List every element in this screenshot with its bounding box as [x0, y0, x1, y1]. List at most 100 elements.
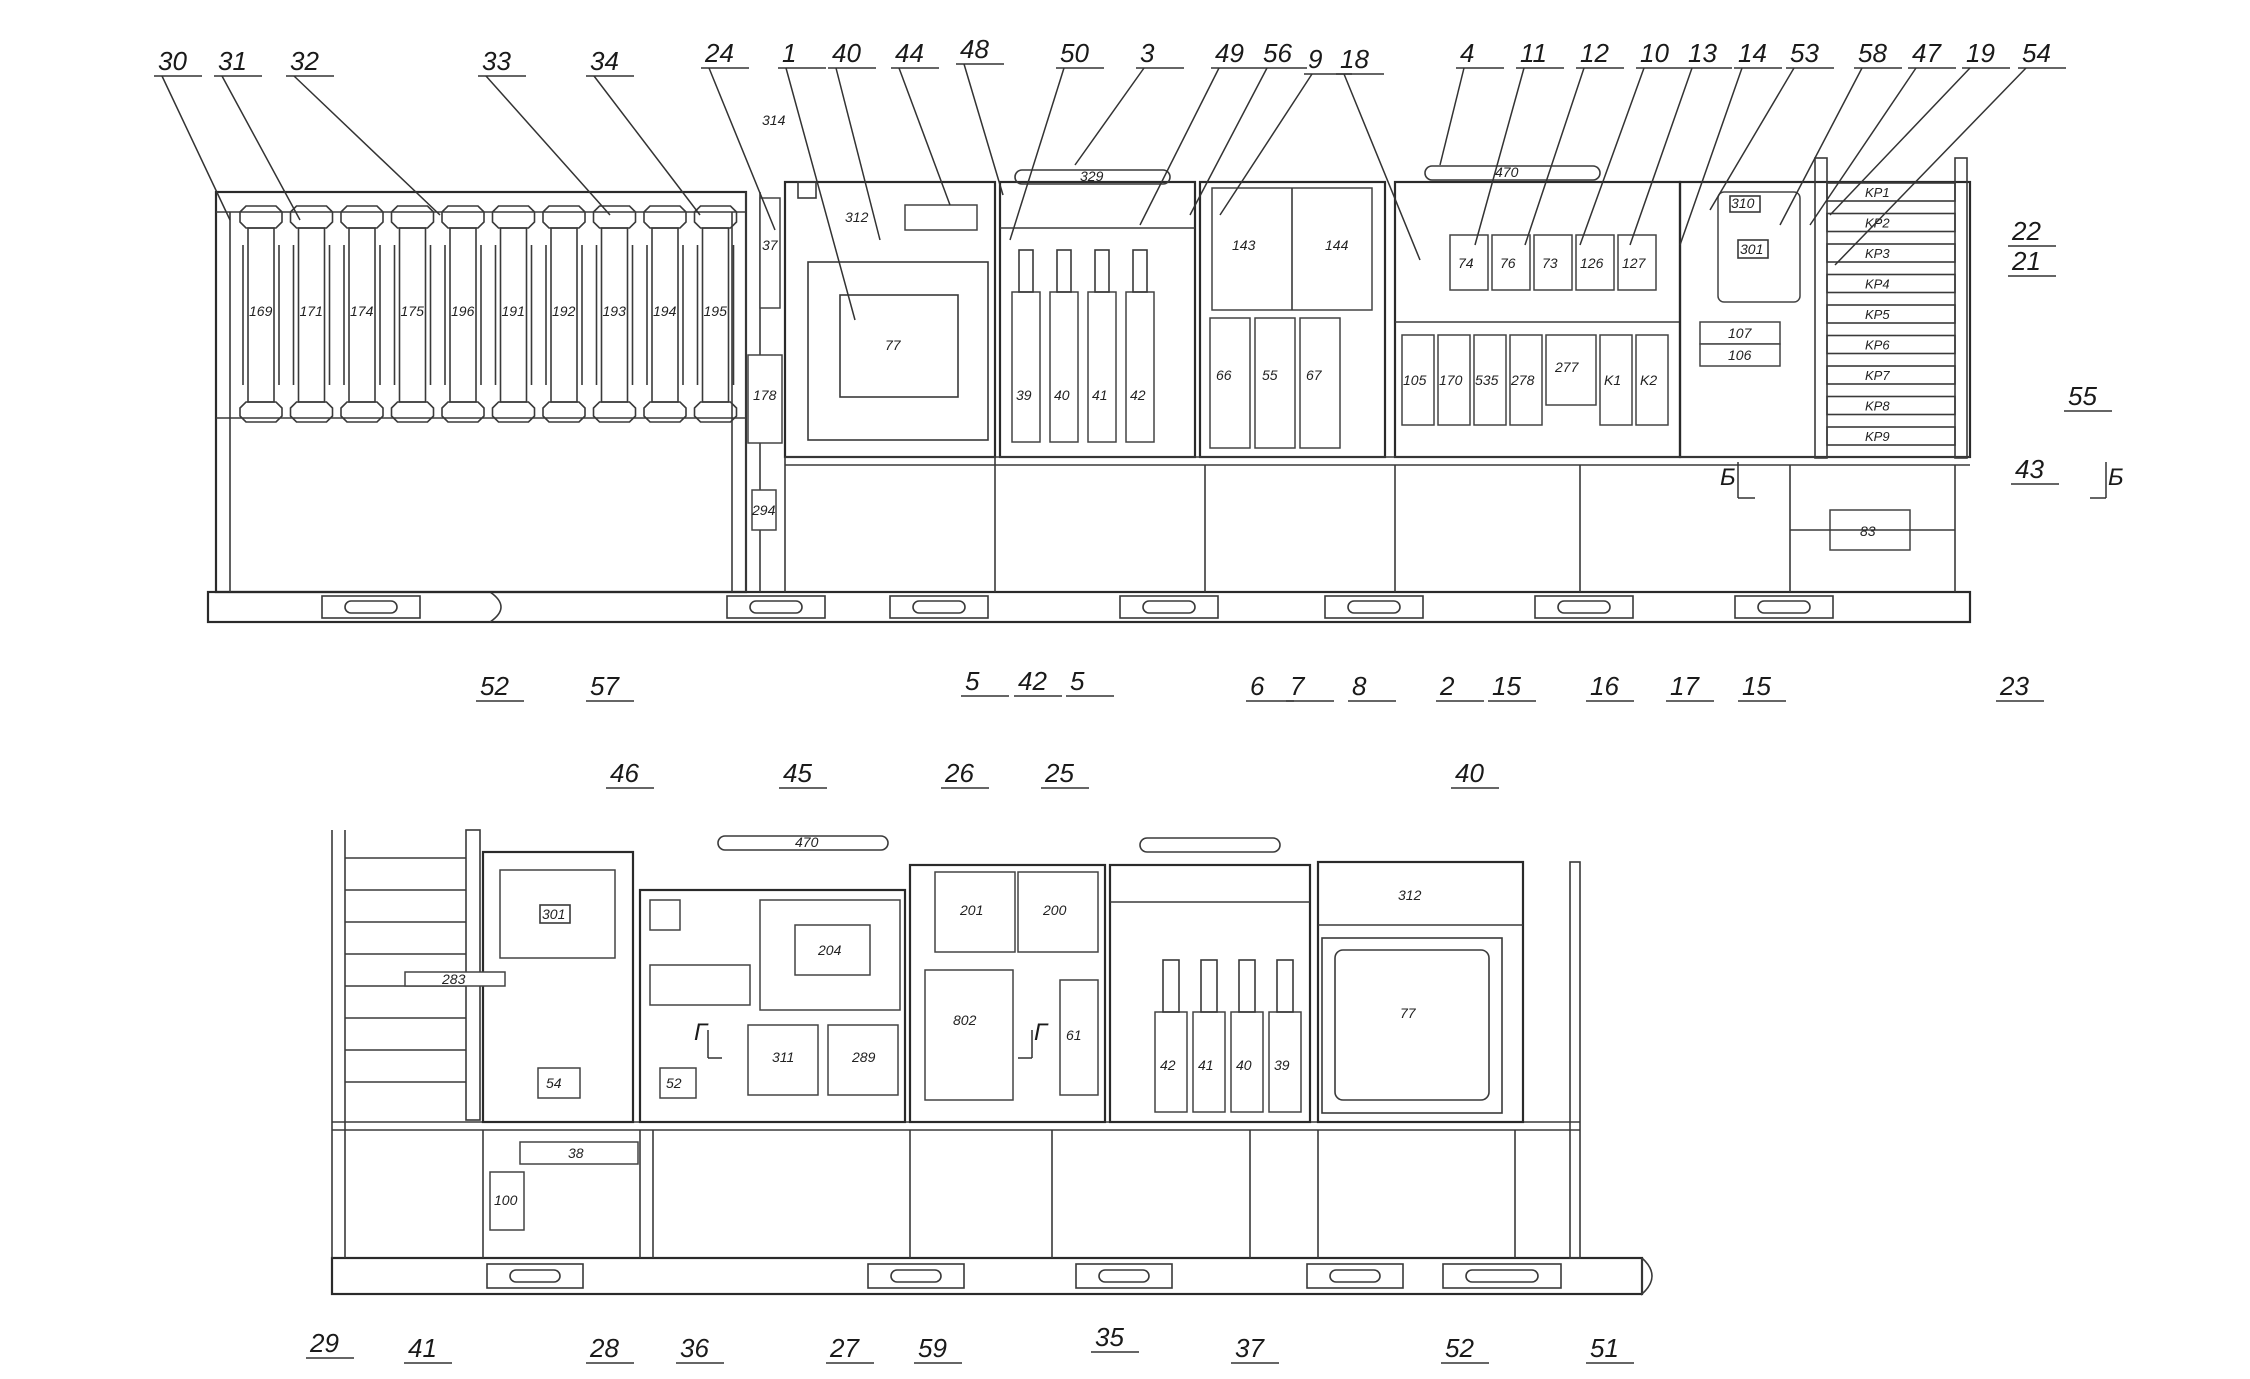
relays-upper: [1449, 234, 1657, 291]
label-535: 535: [1475, 372, 1499, 388]
callout-15: 15: [1738, 671, 1786, 702]
label-77: 77: [885, 337, 902, 353]
left-ladder: [345, 857, 466, 1083]
callout-55: 55: [2064, 381, 2112, 412]
label-100: 100: [494, 1192, 518, 1208]
callout-51: 51: [1586, 1333, 1634, 1364]
callout-number: 57: [590, 671, 620, 701]
callout-number: 48: [960, 34, 989, 64]
callout-number: 52: [480, 671, 509, 701]
label-193: 193: [603, 303, 627, 319]
block-38: [519, 1141, 639, 1165]
label-294: 294: [751, 502, 776, 518]
callout-23: 23: [1996, 671, 2044, 702]
callout-32: 32: [286, 46, 441, 216]
callout-number: 50: [1060, 38, 1089, 68]
callout-number: 23: [1999, 671, 2029, 701]
callout-1: 1: [778, 38, 856, 321]
kr-row-KP2: KP2: [1826, 212, 1956, 233]
callout-number: 55: [2068, 381, 2097, 411]
callout-6: 6: [1246, 671, 1294, 702]
label-191: 191: [502, 303, 525, 319]
kr-row-KP5: KP5: [1826, 304, 1956, 324]
callout-4: 4: [1439, 38, 1504, 166]
bottom-view: 301 283 54 38 100 470 204 52 311 289 201…: [306, 758, 1653, 1364]
callout-40: 40: [828, 38, 881, 241]
callout-number: 54: [2022, 38, 2051, 68]
label-38: 38: [568, 1145, 584, 1161]
label-54: 54: [546, 1075, 562, 1091]
label-73: 73: [1542, 255, 1558, 271]
callout-number: 49: [1215, 38, 1244, 68]
callout-24: 24: [701, 38, 776, 231]
bottom-compartment-200: [908, 863, 1107, 1124]
callout-52: 52: [476, 671, 524, 702]
bottom-compartment-301: [481, 850, 635, 1124]
callout-number: 51: [1590, 1333, 1619, 1363]
callout-15: 15: [1488, 671, 1536, 702]
callout-number: 16: [1590, 671, 1619, 701]
top-base-skid: [206, 590, 1972, 624]
section-mark-g-left: Г: [694, 1019, 709, 1046]
block-55: [1254, 317, 1296, 449]
label-40-b: 40: [1236, 1057, 1252, 1073]
label-K2: K2: [1640, 372, 1657, 388]
label-201: 201: [959, 902, 983, 918]
callout-number: 8: [1352, 671, 1367, 701]
label-174: 174: [350, 303, 374, 319]
label-KP9: KP9: [1865, 429, 1890, 444]
callout-number: 43: [2015, 454, 2044, 484]
box-294: [751, 489, 777, 531]
callout-number: 29: [309, 1328, 339, 1358]
label-278: 278: [1510, 372, 1535, 388]
callout-number: 5: [1070, 666, 1085, 696]
callout-37: 37: [1231, 1333, 1279, 1364]
label-310: 310: [1731, 195, 1755, 211]
callout-number: 13: [1688, 38, 1717, 68]
callout-11: 11: [1474, 38, 1564, 246]
label-312: 312: [845, 209, 869, 225]
label-KP1: KP1: [1865, 185, 1890, 200]
callout-28: 28: [586, 1333, 634, 1364]
callout-31: 31: [214, 46, 301, 221]
callout-30: 30: [154, 46, 231, 221]
label-76: 76: [1500, 255, 1516, 271]
label-170: 170: [1439, 372, 1463, 388]
callout-57: 57: [586, 671, 634, 702]
callout-5: 5: [1066, 666, 1114, 697]
callout-50: 50: [1009, 38, 1104, 241]
callout-number: 6: [1250, 671, 1265, 701]
bus-470-top: [1424, 165, 1601, 181]
label-314: 314: [762, 112, 786, 128]
callout-number: 18: [1340, 44, 1369, 74]
block-301-b: [499, 869, 616, 959]
bus-470-bottom: [717, 835, 889, 851]
label-39: 39: [1016, 387, 1032, 403]
callout-16: 16: [1586, 671, 1634, 702]
callout-number: 31: [218, 46, 247, 76]
callout-35: 35: [1091, 1322, 1139, 1353]
label-144: 144: [1325, 237, 1349, 253]
cabinet-module-196: 196: [441, 205, 485, 423]
callout-18: 18: [1336, 44, 1421, 261]
kr-row-KP6: KP6: [1826, 334, 1956, 355]
label-105: 105: [1403, 372, 1427, 388]
label-204: 204: [817, 942, 842, 958]
callout-number: 27: [829, 1333, 860, 1363]
label-61: 61: [1066, 1027, 1082, 1043]
label-329: 329: [1080, 168, 1104, 184]
block-200: [1017, 871, 1099, 953]
callout-number: 35: [1095, 1322, 1124, 1352]
kr-row-KP8: KP8: [1826, 395, 1956, 416]
block-66: [1209, 317, 1251, 449]
cabinet-module-194: 194: [643, 205, 687, 423]
callout-number: 41: [408, 1333, 437, 1363]
callout-number: 42: [1018, 666, 1047, 696]
callout-number: 53: [1790, 38, 1819, 68]
label-83: 83: [1860, 523, 1876, 539]
label-42-b: 42: [1160, 1057, 1176, 1073]
callout-number: 1: [782, 38, 796, 68]
callout-number: 25: [1044, 758, 1074, 788]
